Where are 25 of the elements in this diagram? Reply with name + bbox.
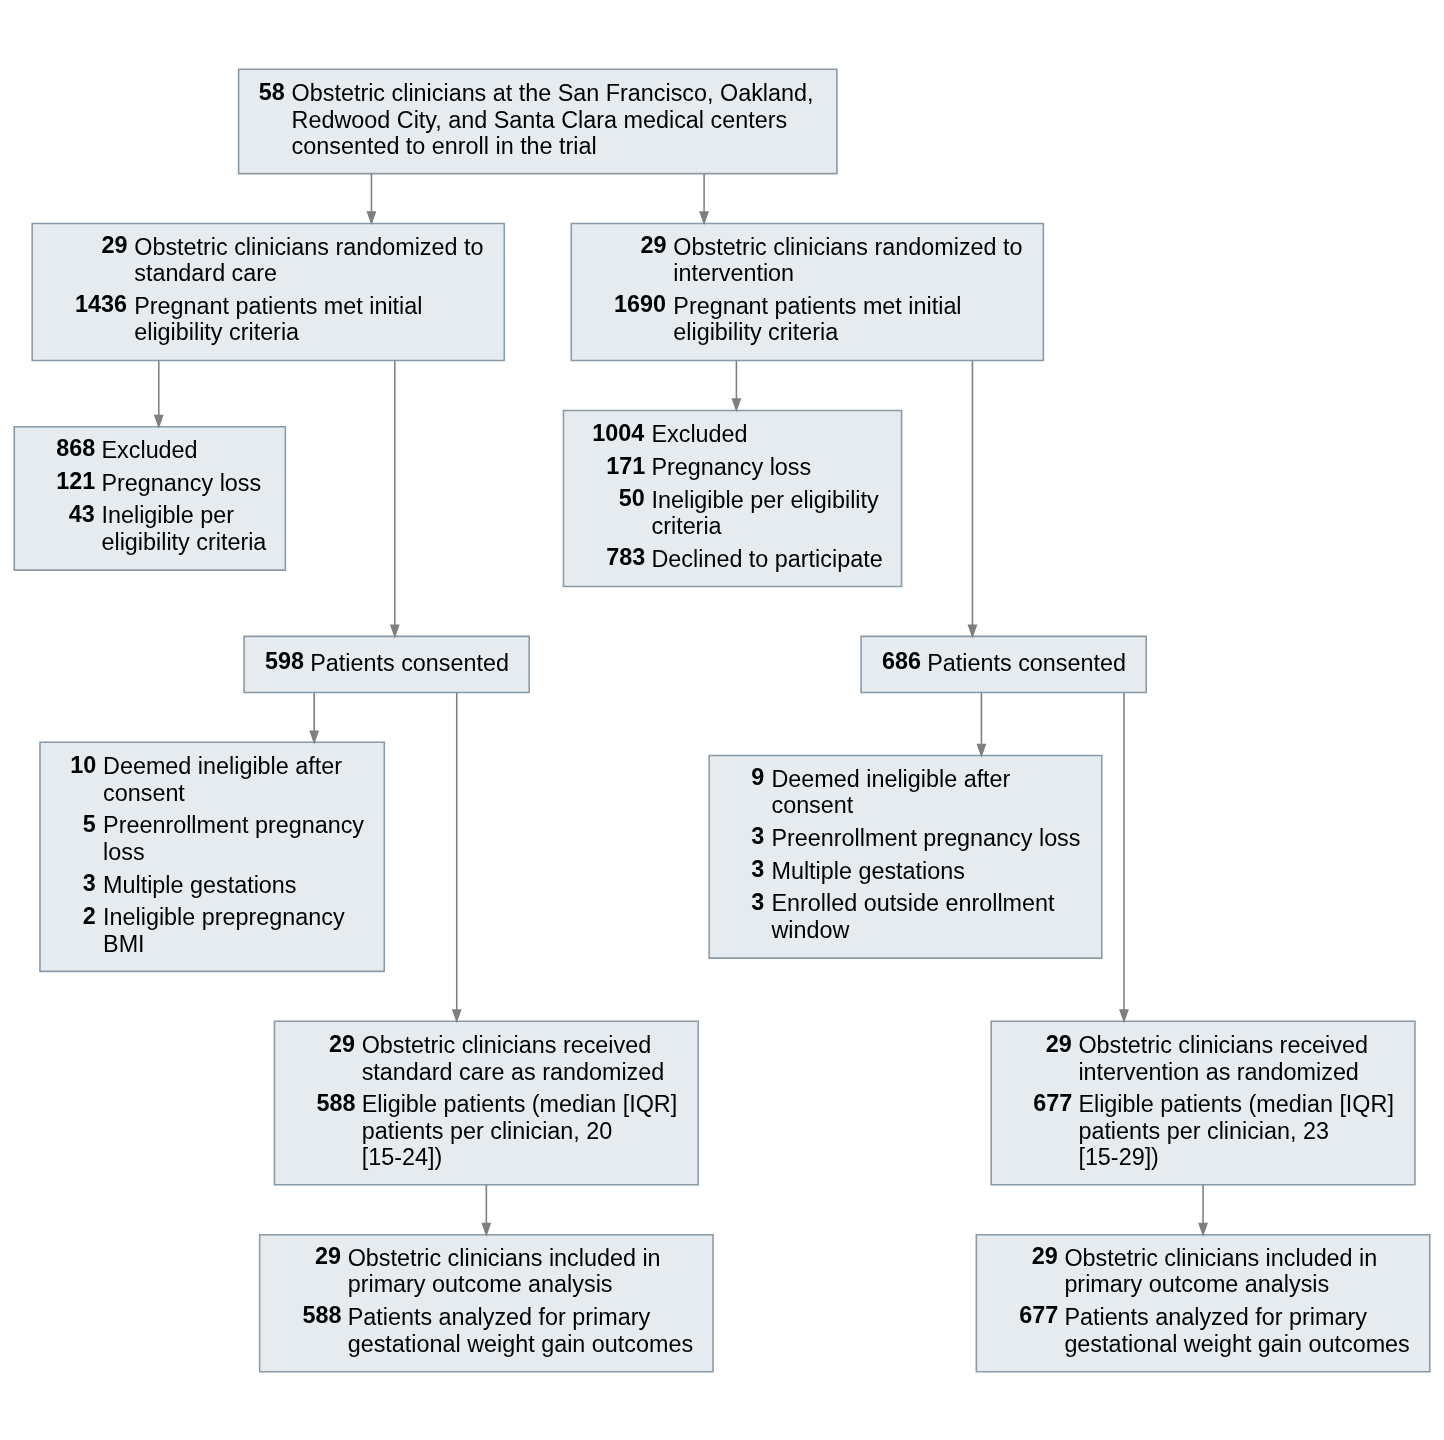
node-box: 58 Obstetric clinicians at the San Francisco, Oakland, Redwood City, and Santa Clara medical centers consented to enroll in the trial — [237, 67, 838, 174]
node-box: 29 Obstetric clinicians included in primary outcome analysis 677 Patients analyzed for primary gestational weight gain outcomes — [975, 1233, 1431, 1373]
node-box: 868 Excluded 121 Pregnancy loss 43 Ineligible per eligibility criteria — [13, 425, 287, 571]
arrow — [976, 691, 987, 758]
arrow — [366, 172, 377, 225]
arrow — [1198, 1183, 1208, 1237]
node-box: 10 Deemed ineligible after consent 5 Preenrollment pregnancy loss 3 Multiple gestations 2 Ineligible prepregnancy BMI — [39, 741, 386, 972]
node-box: 29 Obstetric clinicians randomized to standard care 1436 Pregnant patients met initial eligibility criteria — [31, 222, 506, 361]
node-box: 29 Obstetric clinicians received standard care as randomized 588 Eligible patients (median [IQR] patients per clinician, 20 [15-24]) — [273, 1019, 699, 1186]
arrow — [389, 359, 400, 639]
arrow — [967, 359, 978, 639]
arrow — [153, 359, 164, 429]
node-box: 9 Deemed ineligible after consent 3 Preenrollment pregnancy loss 3 Multiple gestations 3 Enrolled outside enrollment window — [708, 754, 1103, 959]
arrow — [1119, 691, 1129, 1023]
arrow — [699, 172, 709, 225]
node-box: 1004 Excluded 171 Pregnancy loss 50 Ineligible per eligibility criteria 783 Declined to participate — [562, 409, 903, 587]
arrow — [481, 1183, 492, 1237]
node-box: 686 Patients consented — [860, 635, 1147, 693]
node-box: 29 Obstetric clinicians randomized to intervention 1690 Pregnant patients met initial eligibility criteria — [570, 222, 1045, 361]
node-box: 598 Patients consented — [243, 635, 530, 693]
node-box: 29 Obstetric clinicians received intervention as randomized 677 Eligible patients (median [IQR] patients per clinician, 23 [15-29]) — [990, 1019, 1416, 1186]
node-box: 29 Obstetric clinicians included in primary outcome analysis 588 Patients analyzed for primary gestational weight gain outcomes — [258, 1233, 714, 1373]
arrow — [731, 359, 742, 412]
arrow — [451, 691, 462, 1023]
arrow — [309, 691, 320, 745]
